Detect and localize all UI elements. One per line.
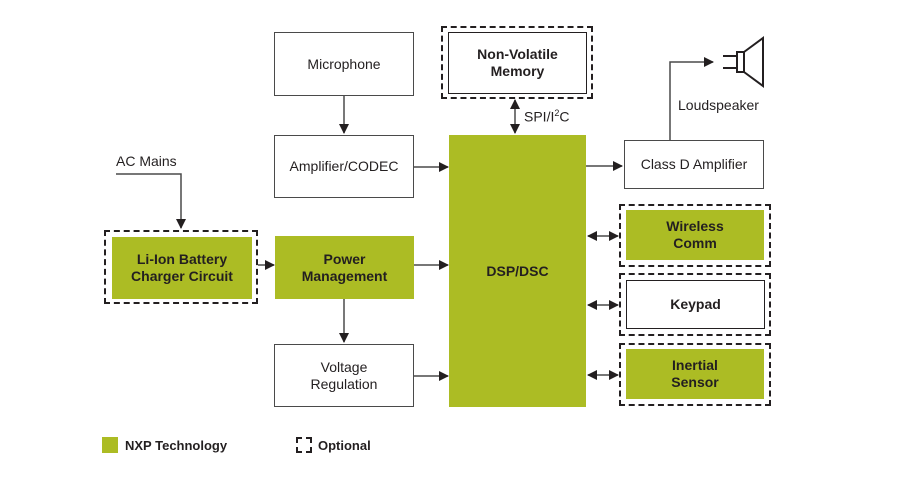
optional-frame-charger (104, 230, 258, 304)
microphone-block: Microphone (274, 32, 414, 96)
legend-optional-label: Optional (318, 438, 371, 453)
wireless-comm-block: Wireless Comm (626, 210, 764, 260)
non-volatile-memory-block: Non-Volatile Memory (448, 32, 587, 94)
power-management-block: Power Management (275, 236, 414, 299)
amplifier-codec-block: Amplifier/CODEC (274, 135, 414, 198)
optional-frame-memory (441, 26, 593, 99)
optional-frame-keypad (619, 273, 771, 336)
spi-i2c-label: SPI/I2C (524, 108, 570, 125)
ac-mains-label: AC Mains (116, 153, 177, 169)
wire-classd-to-speaker (669, 57, 714, 140)
legend-nxp-swatch (102, 437, 118, 453)
voltage-regulation-block: Voltage Regulation (274, 344, 414, 407)
loudspeaker-label: Loudspeaker (678, 97, 759, 113)
speaker-icon (723, 36, 764, 88)
optional-frame-wireless (619, 204, 771, 267)
optional-frame-inertial (619, 343, 771, 406)
class-d-amplifier-block: Class D Amplifier (624, 140, 764, 189)
legend-optional-swatch (296, 437, 312, 453)
li-ion-charger-block: Li-Ion Battery Charger Circuit (112, 237, 252, 299)
legend-nxp-label: NXP Technology (125, 438, 228, 453)
wire-ac-to-charger (116, 173, 186, 229)
inertial-sensor-block: Inertial Sensor (626, 349, 764, 399)
keypad-block: Keypad (626, 280, 765, 329)
dsp-dsc-block: DSP/DSC (449, 135, 586, 407)
